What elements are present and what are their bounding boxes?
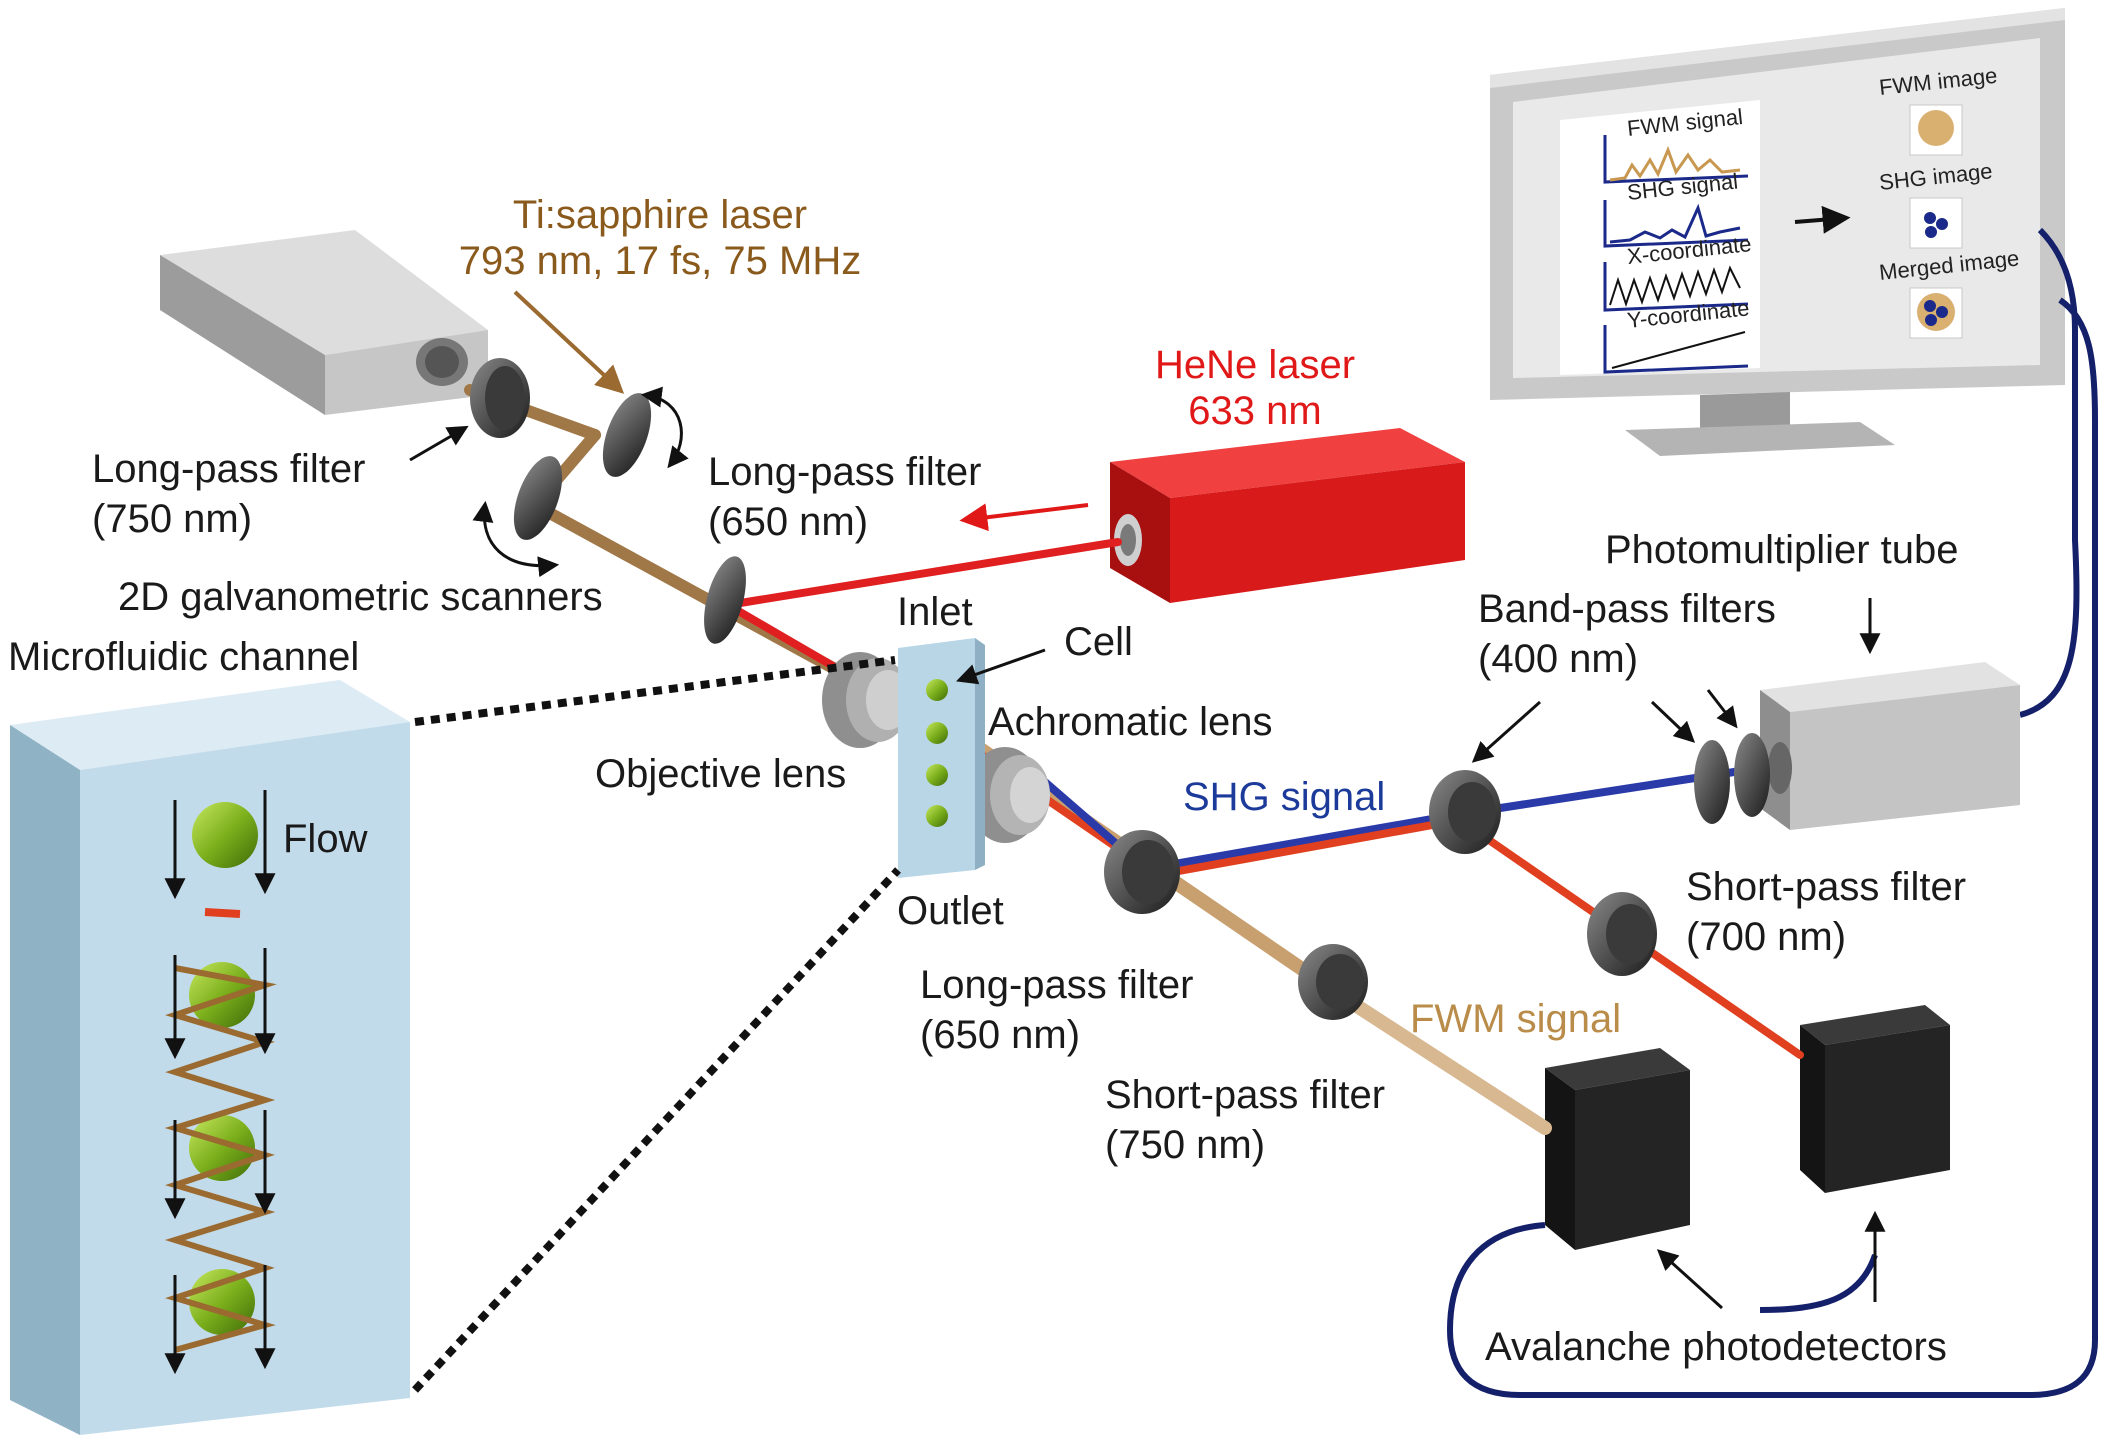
flow-arrows — [164, 790, 276, 1375]
photomultiplier-tube — [1760, 662, 2020, 830]
cell-4 — [926, 805, 948, 827]
cables — [1446, 227, 2098, 1398]
hene-laser — [1110, 428, 1465, 603]
cable-pmt-monitor — [2019, 227, 2080, 718]
microfluidic-channel-inset — [10, 680, 410, 1435]
long-pass-filter-750 — [470, 358, 530, 438]
cell-label: Cell — [1064, 620, 1133, 664]
galvo-scanner-2 — [513, 456, 563, 540]
ti-laser-specs: 793 nm, 17 fs, 75 MHz — [459, 239, 861, 283]
hene-laser-title: HeNe laser — [1155, 343, 1355, 387]
avalanche-photodetector-2 — [1800, 1005, 1950, 1193]
spf-750-value: (750 nm) — [1105, 1123, 1265, 1167]
inlet-label: Inlet — [897, 590, 973, 634]
cable-apd-monitor — [1446, 297, 2098, 1398]
labels: Ti:sapphire laser 793 nm, 17 fs, 75 MHz … — [8, 193, 1966, 1369]
ti-laser-title: Ti:sapphire laser — [513, 193, 807, 237]
hene-beam-1 — [724, 538, 1122, 609]
outlet-label: Outlet — [897, 889, 1004, 933]
bpf-label: Band-pass filters — [1478, 587, 1776, 631]
hene-laser-wavelength: 633 nm — [1188, 389, 1321, 433]
short-pass-filter-750 — [1298, 944, 1368, 1020]
cell-2 — [926, 722, 948, 744]
spf-700-value: (700 nm) — [1686, 915, 1846, 959]
long-pass-filter-650-a — [704, 556, 746, 644]
spf-700-label: Short-pass filter — [1686, 865, 1966, 909]
achromatic-lens-label: Achromatic lens — [988, 700, 1273, 744]
ti-sapphire-laser — [160, 230, 488, 415]
band-pass-filters-400 — [1694, 733, 1770, 824]
cell-3 — [926, 764, 948, 786]
short-pass-filter-700 — [1587, 892, 1657, 976]
shg-image-thumbnail — [1924, 212, 1948, 238]
microfluidic-channel-label: Microfluidic channel — [8, 635, 359, 679]
lpf-650-a-label: Long-pass filter — [708, 450, 981, 494]
long-pass-filter-650-b — [1104, 830, 1180, 914]
bpf-value: (400 nm) — [1478, 637, 1638, 681]
optics — [470, 358, 1770, 1020]
pmt-label: Photomultiplier tube — [1605, 528, 1959, 572]
monitor-base — [1625, 422, 1895, 456]
cell-1 — [926, 679, 948, 701]
merged-image-thumbnail — [1917, 293, 1955, 331]
apd-label: Avalanche photodetectors — [1485, 1325, 1947, 1369]
monitor-neck — [1700, 392, 1790, 430]
objective-lens-label: Objective lens — [595, 752, 846, 796]
hene-beam-direction-arrow — [959, 503, 1089, 532]
screen-process-arrow — [1794, 205, 1851, 234]
dichroic-mirror — [1429, 770, 1501, 854]
lpf-650-b-label: Long-pass filter — [920, 963, 1193, 1007]
fwm-image-thumbnail — [1918, 110, 1954, 146]
red-beam-2 — [1136, 816, 1464, 882]
monitor: FWM signal SHG signal X-coordinate Y-coo… — [1490, 8, 2065, 456]
microfluidic-chip — [898, 638, 985, 878]
galvo-label: 2D galvanometric scanners — [118, 575, 603, 619]
screen-traces — [1603, 135, 1749, 374]
avalanche-photodetector-1 — [1545, 1048, 1690, 1250]
cable-apd2 — [1759, 1254, 1878, 1313]
annotation-arrows — [409, 290, 1886, 1310]
zoom-lines — [412, 656, 901, 1393]
achromatic-lens — [967, 747, 1050, 843]
galvo-scanner-1 — [602, 393, 652, 477]
lpf-650-a-value: (650 nm) — [708, 500, 868, 544]
laser-spot — [204, 908, 241, 918]
lpf-650-b-value: (650 nm) — [920, 1013, 1080, 1057]
ti-beam-direction-arrow — [513, 290, 625, 394]
flow-label: Flow — [283, 817, 368, 861]
fwm-beam-2 — [1333, 988, 1552, 1135]
shg-signal-label: SHG signal — [1183, 775, 1385, 819]
lpf-750-value: (750 nm) — [92, 497, 252, 541]
shg-beam-2 — [1136, 811, 1459, 874]
lpf-750-label: Long-pass filter — [92, 447, 365, 491]
fwm-signal-label: FWM signal — [1410, 997, 1621, 1041]
objective-lens — [822, 652, 910, 748]
spf-750-label: Short-pass filter — [1105, 1073, 1385, 1117]
